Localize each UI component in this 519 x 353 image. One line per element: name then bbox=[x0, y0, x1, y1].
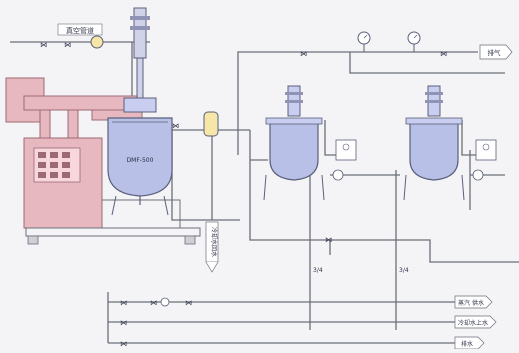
bottom-label-2: 冷却水上水 bbox=[458, 319, 488, 327]
base-support bbox=[102, 199, 181, 228]
bottom-tag-3: 排水 bbox=[454, 336, 485, 350]
vacuum-pump: 真空管道 bbox=[57, 23, 104, 49]
tank2-control-line bbox=[461, 120, 480, 156]
pipe-mark-left: 3/4 bbox=[313, 267, 323, 274]
condenser-body bbox=[203, 111, 219, 137]
reactor-vessel bbox=[107, 117, 173, 197]
bottom-fittings: ⋈ ⋈ ⋈ ⋈ ⋈ bbox=[120, 299, 192, 348]
return-line bbox=[330, 239, 519, 263]
steam-out-label: 排气 bbox=[488, 48, 502, 57]
pipe-mark-right: 3/4 bbox=[399, 267, 409, 274]
steam-branch-line bbox=[349, 52, 505, 74]
reactor-legs bbox=[111, 195, 169, 216]
tank2-pump bbox=[472, 169, 484, 181]
tank2-flange bbox=[405, 117, 463, 125]
bottom-tag-2: 冷却水上水 bbox=[454, 315, 497, 329]
bottom-pump bbox=[160, 297, 170, 307]
base-frame bbox=[25, 227, 201, 237]
motor-band-2 bbox=[130, 26, 150, 30]
motor-band-1 bbox=[130, 16, 150, 20]
hydraulic-lift-unit bbox=[5, 77, 201, 245]
pump-body bbox=[90, 35, 104, 49]
main-reactor: DMF-500 bbox=[107, 7, 173, 216]
bottom-label-3: 排水 bbox=[461, 340, 473, 348]
bottom-label-1: 蒸汽 供水 bbox=[458, 299, 484, 307]
steam-header-line bbox=[237, 51, 478, 155]
side-vertical-label: 冷却水回水 bbox=[210, 227, 218, 257]
steam-out-tag: 排气 bbox=[479, 44, 513, 60]
steam-valve-symbol-2: ⋈ bbox=[440, 50, 447, 58]
vacuum-valve-symbol: ⋈ bbox=[40, 41, 47, 49]
tank-feed-line bbox=[249, 130, 331, 255]
lift-column-right bbox=[67, 109, 79, 141]
svg-text:⋈: ⋈ bbox=[120, 299, 127, 307]
tank1-flange bbox=[265, 117, 323, 125]
tank2-legs bbox=[403, 174, 465, 201]
base-foot-right bbox=[184, 235, 196, 245]
side-vertical-tag: 冷却水回水 bbox=[205, 221, 219, 273]
reactor-badge: DMF-500 bbox=[127, 157, 154, 164]
svg-text:⋈: ⋈ bbox=[120, 340, 127, 348]
tank1-vessel bbox=[269, 121, 319, 181]
reactor-top-flange bbox=[123, 97, 157, 113]
reactor-valve-symbol: ⋈ bbox=[172, 122, 179, 130]
bottom-tag-1: 蒸汽 供水 bbox=[454, 295, 493, 309]
svg-text:⋈: ⋈ bbox=[120, 319, 127, 327]
tank1-legs bbox=[263, 174, 325, 201]
panel-buttons bbox=[38, 152, 70, 178]
top-inlet-label: 真空管道 bbox=[66, 26, 94, 35]
vacuum-valve-symbol-2: ⋈ bbox=[64, 41, 71, 49]
agitator-shaft bbox=[136, 57, 144, 101]
base-foot-left bbox=[27, 235, 39, 245]
tank1-pump bbox=[332, 169, 344, 181]
condenser bbox=[203, 111, 219, 137]
tank1-indicator bbox=[342, 143, 350, 151]
tank2-indicator bbox=[482, 143, 490, 151]
pressure-gauges bbox=[357, 31, 421, 52]
steam-valve-symbol: ⋈ bbox=[300, 50, 307, 58]
lift-column-left bbox=[39, 109, 51, 141]
top-inlet-tag bbox=[57, 23, 103, 36]
tank-1 bbox=[263, 85, 357, 201]
tank2-vessel bbox=[409, 121, 459, 181]
tank-2 bbox=[403, 85, 497, 201]
reactor-drop-line bbox=[171, 130, 240, 221]
svg-text:⋈: ⋈ bbox=[185, 299, 192, 307]
agitator-motor bbox=[133, 7, 147, 59]
svg-text:⋈: ⋈ bbox=[150, 299, 157, 307]
return-valve-symbol: ⋈ bbox=[325, 236, 332, 244]
